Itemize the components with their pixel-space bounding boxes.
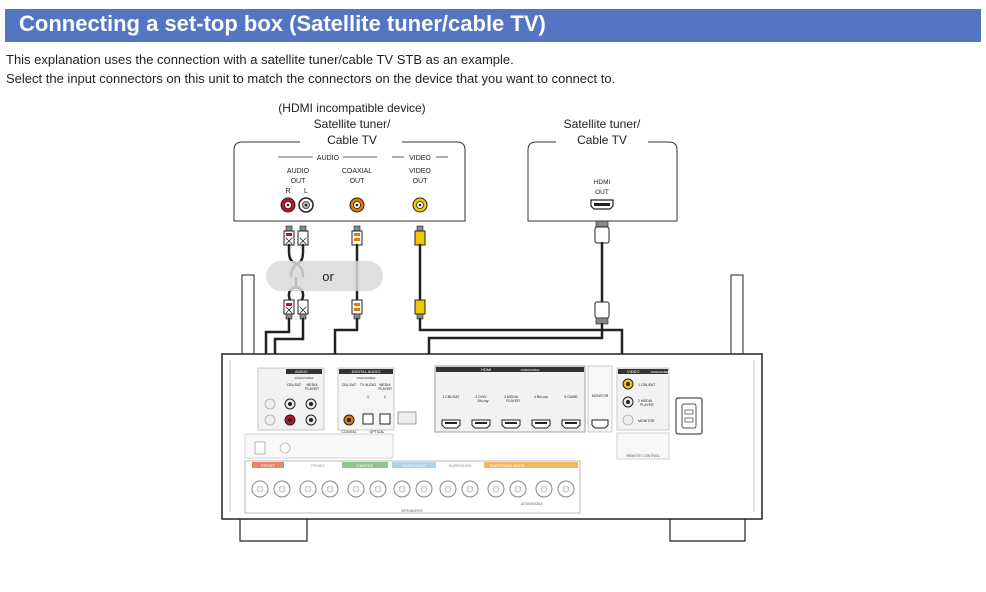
hdmi-in-1: 1 CBL/SAT — [442, 395, 460, 399]
coaxial-out-label-1: COAXIAL — [342, 168, 372, 175]
left-device-caption-1: (HDMI incompatible device) — [278, 101, 425, 115]
hdmi-in-3a: 3 MEDIA — [504, 395, 519, 399]
spk-surround-back-label: SURROUND BACK — [489, 463, 524, 468]
receiver-hdmi-panel: HDMI ASSIGNABLE 1 CBL/SAT 2 DVD/ Blu-ray… — [434, 365, 613, 433]
spk-assignable-label: ASSIGNABLE — [521, 502, 544, 506]
audio-in-cbl-sat: CBL/SAT — [287, 383, 302, 387]
video-in-sub: ASSIGNABLE — [650, 370, 669, 374]
coaxial-jack — [349, 197, 365, 213]
hdmi-out-label-1: HDMI — [594, 179, 611, 186]
hdmi-in-2b: Blu-ray — [477, 399, 488, 403]
video-out-label-1: VIDEO — [409, 168, 431, 175]
hdmi-in-4: 4 Blu-ray — [534, 395, 548, 399]
digital-coaxial: COAXIAL — [341, 430, 356, 434]
stereo-cable-lower-plugs — [283, 299, 309, 320]
digital-cbl-sat: CBL/SAT — [342, 383, 357, 387]
digital-media-a: MEDIA — [379, 383, 391, 387]
video-jack — [412, 197, 428, 213]
spk-surround-label: SURROUND — [402, 463, 425, 468]
intro-line-2: Select the input connectors on this unit… — [6, 71, 616, 86]
spk-front-r-label: FRONT — [311, 463, 325, 468]
audio-in-sub: ASSIGNABLE — [294, 376, 313, 380]
hdmi-out-jack — [590, 199, 614, 210]
video-in-1: 1 CBL/SAT — [638, 383, 656, 387]
video-group-label: VIDEO — [409, 155, 431, 162]
speaker-terminals: FRONT FRONT CENTER SURROUND SURROUND SUR… — [244, 460, 581, 514]
right-device-caption-2: Cable TV — [577, 133, 627, 147]
rca-red-jack — [280, 197, 296, 213]
digital-optical-1: 1 — [367, 394, 370, 399]
spk-surround-r-label: SURROUND — [448, 463, 471, 468]
hdmi-in-sub: ASSIGNABLE — [520, 368, 539, 372]
hdmi-out-label-2: OUT — [595, 189, 609, 196]
receiver-video-panel: VIDEO ASSIGNABLE 1 CBL/SAT 2 MEDIA PLAYE… — [616, 367, 670, 460]
rca-white-jack — [298, 197, 314, 213]
video-monitor: MONITOR — [638, 419, 655, 423]
left-device-caption-2: Satellite tuner/ — [314, 117, 391, 131]
audio-out-label-2: OUT — [291, 178, 307, 185]
right-device: Satellite tuner/ Cable TV HDMI OUT — [527, 117, 678, 222]
spk-front-label: FRONT — [261, 463, 275, 468]
audio-in-media-b: PLAYER — [305, 387, 319, 391]
receiver-digital-panel: DIGITAL AUDIO ASSIGNABLE CBL/SAT TV AUDI… — [337, 367, 417, 434]
digital-sub: ASSIGNABLE — [356, 376, 375, 380]
audio-in-title: AUDIO — [295, 369, 308, 374]
video-in-2a: 2 MEDIA — [638, 399, 653, 403]
intro-line-1: This explanation uses the connection wit… — [6, 52, 514, 67]
left-channel-label: L — [304, 188, 308, 195]
or-label: or — [322, 269, 334, 284]
title-bar: Connecting a set-top box (Satellite tune… — [5, 9, 981, 42]
spk-center-label: CENTER — [357, 463, 374, 468]
speakers-label: SPEAKERS — [401, 508, 423, 513]
digital-optical-2: 2 — [384, 394, 387, 399]
page-title: Connecting a set-top box (Satellite tune… — [19, 11, 546, 36]
receiver-audio-panel: AUDIO ASSIGNABLE CBL/SAT MEDIA PLAYER — [257, 367, 325, 431]
digital-media-b: PLAYER — [378, 387, 392, 391]
right-device-caption-1: Satellite tuner/ — [564, 117, 641, 131]
left-device: (HDMI incompatible device) Satellite tun… — [233, 101, 466, 222]
hdmi-in-5: 5 GAME — [564, 395, 578, 399]
video-out-label-2: OUT — [413, 178, 429, 185]
left-device-caption-3: Cable TV — [327, 133, 377, 147]
hdmi-in-3b: PLAYER — [506, 399, 520, 403]
hdmi-in-title: HDMI — [481, 367, 491, 372]
audio-out-label-1: AUDIO — [287, 168, 310, 175]
digital-tv-audio: TV AUDIO — [360, 383, 377, 387]
or-band: or — [266, 261, 383, 291]
audio-in-media-a: MEDIA — [306, 383, 318, 387]
digital-optical: OPTICAL — [370, 430, 385, 434]
power-inlet — [675, 397, 703, 435]
stereo-cable-upper-plugs — [283, 225, 309, 246]
video-in-2b: PLAYER — [640, 403, 654, 407]
remote-control: REMOTE CONTROL — [626, 454, 659, 458]
hdmi-in-2a: 2 DVD/ — [475, 395, 486, 399]
hdmi-monitor: MONITOR — [592, 394, 609, 398]
av-receiver: AUDIO ASSIGNABLE CBL/SAT MEDIA PLAYER DI… — [221, 274, 763, 542]
coaxial-out-label-2: OUT — [350, 178, 366, 185]
audio-group-label: AUDIO — [317, 155, 340, 162]
right-channel-label: R — [285, 188, 290, 195]
video-in-title: VIDEO — [627, 369, 639, 374]
digital-title: DIGITAL AUDIO — [352, 369, 381, 374]
